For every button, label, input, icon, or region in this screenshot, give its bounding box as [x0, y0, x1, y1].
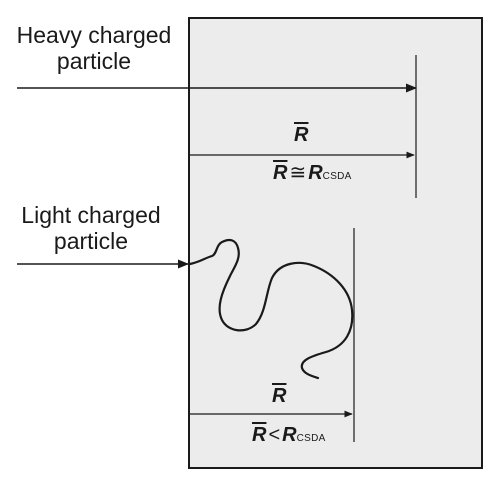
light-mean-range-symbol: R	[272, 385, 286, 407]
light-relation-rhs: R	[282, 424, 297, 446]
heavy-relation-subscript: CSDA	[322, 171, 352, 182]
light-particle-label: Light charged particle	[6, 202, 176, 254]
light-label-line2: particle	[53, 228, 129, 254]
light-relation-subscript: CSDA	[296, 433, 326, 444]
heavy-relation-operator: ≅	[289, 162, 307, 184]
light-range-relation: R<RCSDA	[252, 424, 326, 450]
heavy-mean-range-letter: R	[294, 124, 309, 146]
light-particle-tortuous-path	[188, 238, 354, 380]
heavy-particle-label: Heavy charged particle	[4, 22, 184, 74]
light-mean-range-letter: R	[272, 385, 287, 407]
heavy-mean-range-symbol: R	[294, 124, 308, 146]
heavy-relation-rhs: R	[308, 162, 323, 184]
heavy-relation-lhs: R	[273, 162, 288, 184]
light-relation-operator: <	[268, 424, 281, 446]
absorber-slab	[188, 17, 483, 469]
light-label-line1: Light charged	[21, 202, 161, 228]
heavy-label-line1: Heavy charged	[16, 22, 172, 48]
heavy-label-line2: particle	[56, 48, 132, 74]
light-relation-lhs: R	[252, 424, 267, 446]
heavy-range-relation: R≅RCSDA	[273, 162, 352, 188]
